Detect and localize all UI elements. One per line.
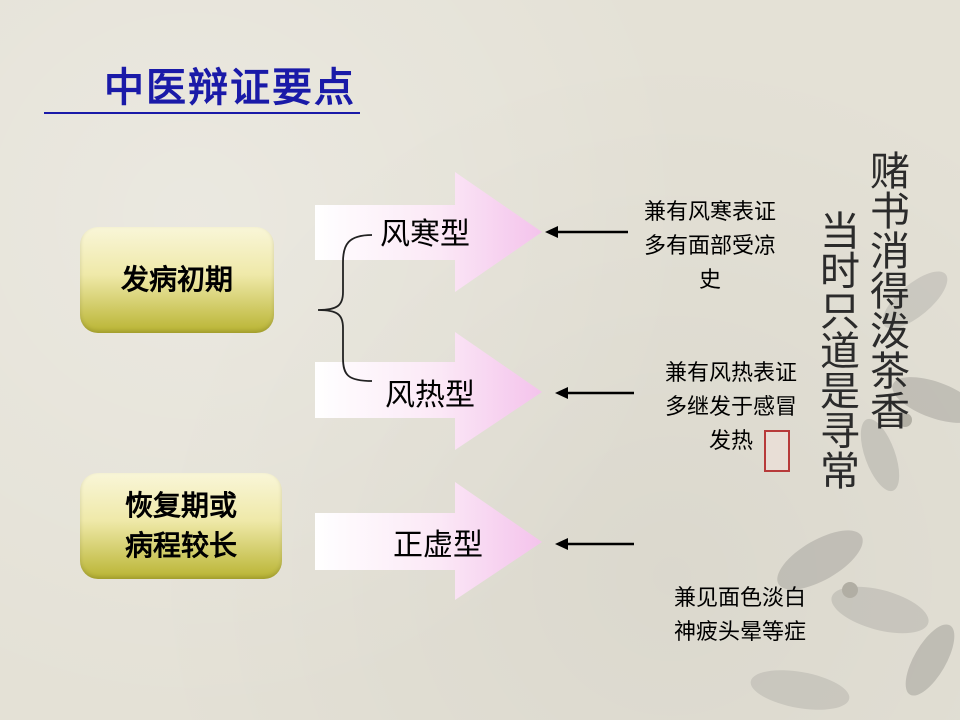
stage-early-label: 发病初期	[120, 263, 233, 296]
note-wind-cold: 兼有风寒表证 多有面部受凉 史	[625, 196, 795, 298]
flower-decoration	[750, 271, 960, 710]
note-deficiency: 兼见面色淡白 神疲头晕等症	[652, 582, 828, 650]
calligraphy-col-2: 当时只道是寻常	[813, 210, 859, 490]
type-wind-cold-label: 风寒型	[380, 217, 470, 252]
arrow-shape-2	[315, 332, 542, 450]
pointer-arrow-2	[555, 387, 634, 399]
note-wind-cold-line2: 多有面部受凉	[643, 234, 776, 259]
stage-recovery-label-line1: 恢复期或	[124, 489, 237, 522]
type-deficiency-label: 正虚型	[393, 528, 483, 563]
note-wind-heat-line2: 多继发于感冒	[664, 395, 797, 420]
pointer-arrow-1	[545, 226, 628, 238]
note-wind-heat-line1: 兼有风热表证	[664, 361, 797, 386]
type-wind-heat-label: 风热型	[385, 378, 475, 413]
stage-early-box: 发病初期	[80, 227, 274, 333]
brace-connector	[317, 234, 373, 382]
note-wind-heat-line3: 发热	[708, 429, 753, 454]
arrow-shape-3	[315, 482, 542, 600]
note-wind-cold-line3: 史	[698, 268, 721, 293]
note-deficiency-line2: 神疲头晕等症	[673, 620, 806, 645]
pointer-arrow-3	[555, 538, 634, 550]
stage-recovery-label-line2: 病程较长	[124, 529, 237, 562]
calligraphy-col-1: 赌书消得泼茶香	[863, 150, 909, 430]
stage-recovery-box: 恢复期或 病程较长	[80, 473, 282, 579]
seal-stamp	[764, 430, 790, 472]
note-wind-cold-line1: 兼有风寒表证	[643, 200, 776, 225]
page-title: 中医辩证要点	[44, 64, 360, 114]
arrow-shape-1	[315, 172, 542, 292]
note-wind-heat: 兼有风热表证 多继发于感冒 发热	[643, 357, 819, 459]
note-deficiency-line1: 兼见面色淡白	[673, 586, 806, 611]
